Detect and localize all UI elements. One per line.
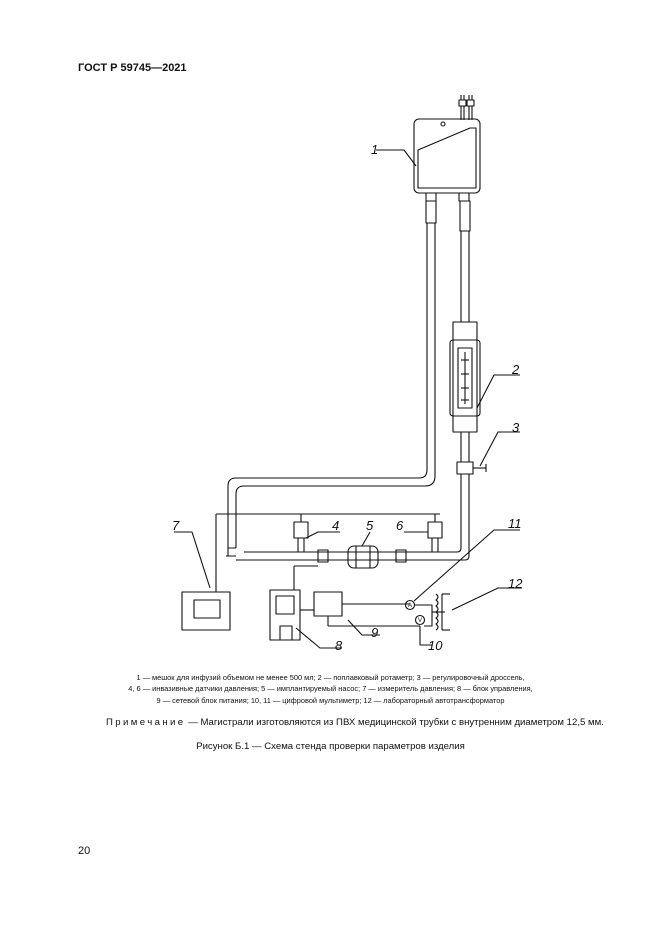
legend-line-3: 9 — сетевой блок питания; 10, 11 — цифро… — [156, 695, 505, 705]
label-5: 5 — [366, 518, 374, 533]
pressure-sensor-4 — [293, 514, 309, 553]
power-supply — [300, 591, 420, 627]
bag-ports — [458, 95, 475, 120]
test-bench-diagram: 1 2 3 4 5 6 7 8 9 10 11 12 A V — [172, 95, 523, 653]
voltmeter-letter: V — [418, 618, 422, 624]
label-1: 1 — [371, 142, 378, 157]
rotameter — [452, 321, 478, 433]
ammeter-symbol — [404, 599, 416, 611]
label-9: 9 — [371, 625, 378, 640]
autotransformer — [415, 593, 450, 631]
label-6: 6 — [396, 518, 404, 533]
voltmeter-symbol — [414, 614, 426, 626]
label-10: 10 — [428, 638, 443, 653]
throttle-valve — [456, 461, 474, 475]
note-label: Примечание — [106, 717, 186, 728]
implantable-pump — [317, 545, 407, 569]
note: Примечание — Магистрали изготовляются из… — [106, 717, 604, 728]
label-8: 8 — [335, 638, 343, 653]
pressure-meter — [181, 513, 236, 631]
document-header: ГОСТ Р 59745—2021 — [78, 62, 187, 74]
label-3: 3 — [512, 420, 520, 435]
label-12: 12 — [508, 576, 523, 591]
figure-caption: Рисунок Б.1 — Схема стенда проверки пара… — [196, 741, 465, 752]
pressure-sensor-6 — [427, 514, 443, 553]
figure-legend: 1 — мешок для инфузий объемом не менее 5… — [60, 672, 601, 706]
label-4: 4 — [332, 518, 339, 533]
note-text: — Магистрали изготовляются из ПВХ медици… — [185, 717, 604, 728]
infusion-bag — [413, 118, 481, 202]
page-number: 20 — [78, 845, 91, 857]
legend-line-1: 1 — мешок для инфузий объемом не менее 5… — [136, 673, 525, 682]
legend-line-2: 4, 6 — инвазивные датчики давления; 5 — … — [128, 684, 533, 694]
return-line — [226, 200, 437, 557]
label-2: 2 — [511, 362, 520, 377]
supply-line — [236, 200, 487, 561]
ammeter-letter: A — [408, 603, 412, 609]
label-7: 7 — [172, 518, 180, 533]
label-11: 11 — [508, 516, 522, 531]
control-unit — [269, 565, 318, 641]
